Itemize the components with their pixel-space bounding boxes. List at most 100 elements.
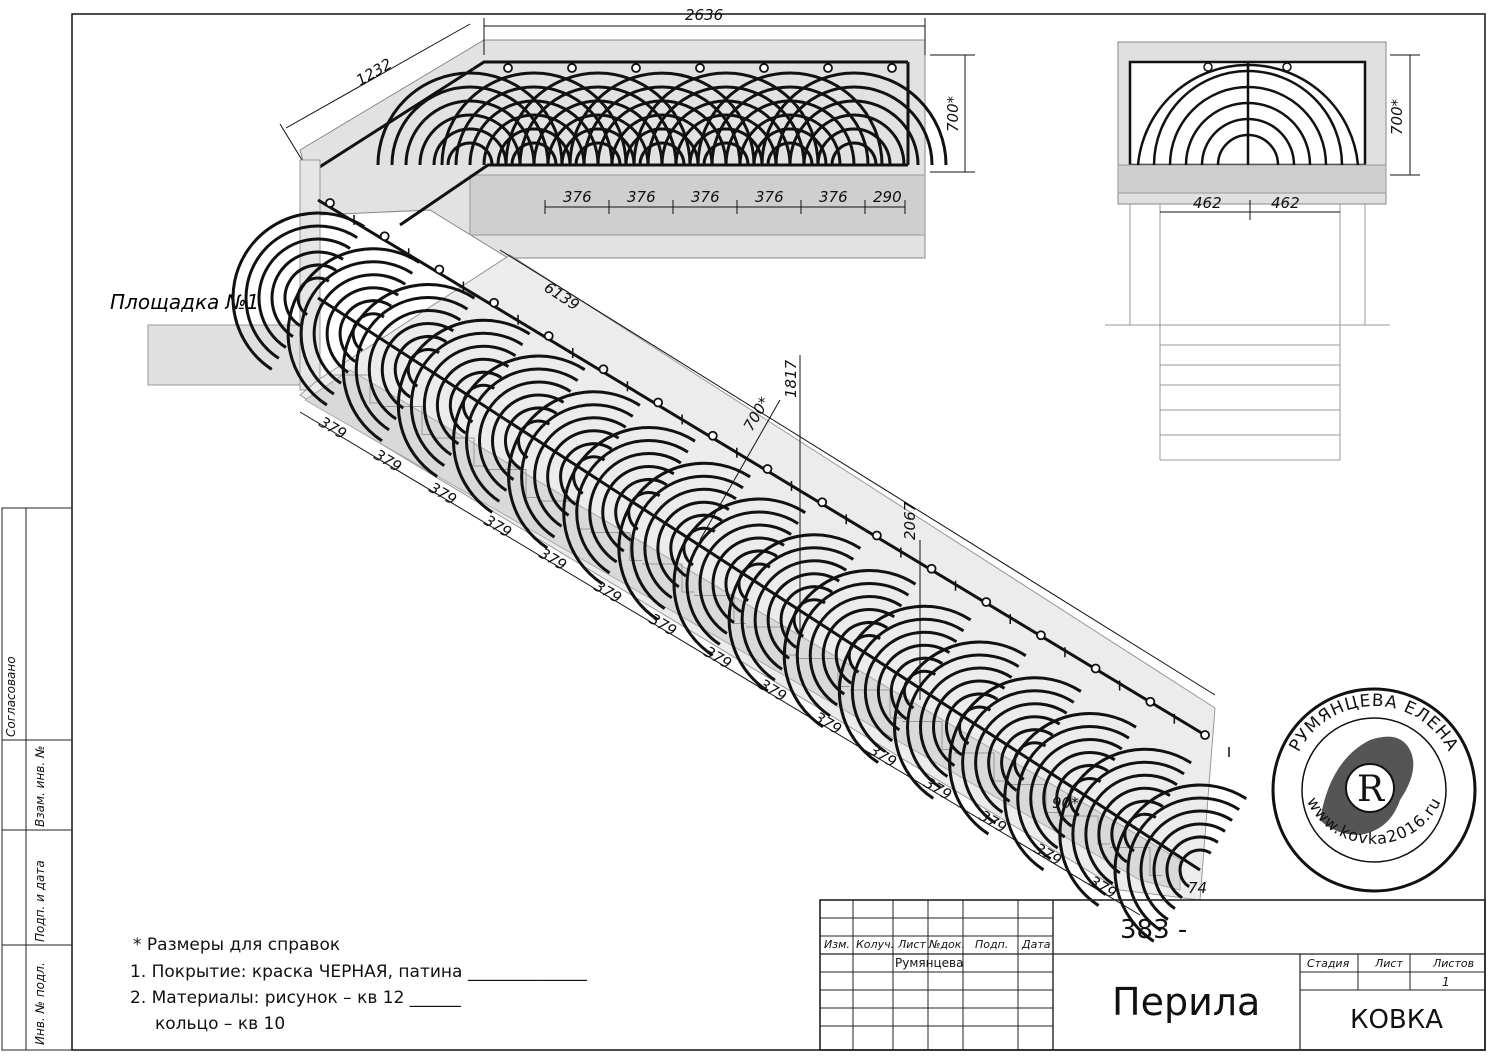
flight-ring — [653, 397, 664, 408]
company-name: КОВКА — [1350, 1005, 1443, 1035]
flight-ring — [707, 430, 718, 441]
flight-arc — [643, 487, 737, 600]
flight-arc — [948, 676, 1082, 836]
author-name: Румянцева — [895, 956, 963, 970]
flight-ring — [489, 297, 499, 308]
side-view: 462 462 700* — [1105, 41, 1420, 461]
side-arc-right — [1247, 63, 1360, 166]
upper-ring — [695, 63, 705, 73]
upper-ring — [631, 63, 641, 73]
sheet-frame — [1, 13, 1486, 1051]
flight-arc — [452, 354, 586, 514]
flight-arc — [299, 260, 414, 396]
inv-orig-label: Инв. № подл. — [33, 962, 47, 1045]
flight-arc — [876, 643, 951, 732]
hdr-list: Лист — [897, 938, 926, 951]
flight-arc — [821, 608, 896, 696]
stair-step — [486, 469, 538, 498]
side-stamp: Согласовано Взам. инв. № Подп. и дата Ин… — [4, 656, 47, 1045]
title-block-text: Изм. Колуч. Лист №док. Подп. Дата Румянц… — [824, 915, 1474, 1035]
flight-arc — [893, 640, 1027, 800]
upper-arc — [376, 71, 564, 166]
step-dim-line — [299, 411, 1141, 916]
flight-arc — [1178, 848, 1212, 889]
flight-arc — [491, 393, 565, 481]
spacing-2: 376 — [627, 188, 656, 206]
stair-step — [1006, 784, 1058, 813]
flight-ring — [981, 597, 992, 607]
flight-arc — [409, 331, 524, 467]
dim-2067-text: 2067 — [901, 501, 919, 540]
dim-700-upper-text: 700* — [944, 95, 962, 132]
flight-arc-group — [562, 426, 696, 586]
hdr-data: Дата — [1021, 938, 1051, 951]
upper-arc — [802, 113, 906, 166]
flight-arc — [782, 569, 917, 729]
logo-monogram: R — [1357, 769, 1385, 810]
stage-label: Стадия — [1307, 957, 1350, 970]
upper-ring — [887, 63, 897, 73]
flight-arc — [863, 630, 958, 743]
flight-ring — [926, 563, 937, 574]
side-arc-left — [1152, 69, 1249, 166]
flight-ring — [817, 497, 828, 508]
flight-arc — [380, 322, 455, 410]
flight-arc — [507, 390, 641, 550]
spacing-5: 376 — [819, 188, 848, 206]
upper-arc — [766, 141, 814, 166]
dim-74-text: 74 — [1188, 879, 1207, 897]
side-arc-right — [1247, 101, 1312, 166]
upper-arc — [638, 141, 686, 166]
note-2: 2. Материалы: рисунок – кв 12 ______ — [130, 988, 461, 1008]
side-arc-pattern — [1136, 62, 1360, 166]
flight-arc-group — [837, 604, 972, 764]
side-spacing-2: 462 — [1271, 194, 1300, 212]
flight-arc — [1016, 725, 1130, 861]
stair-step — [798, 658, 850, 687]
flight-arc — [906, 653, 1020, 789]
flight-ring — [379, 231, 390, 242]
dim-2636-text: 2636 — [685, 6, 723, 24]
flight-ring — [871, 530, 882, 541]
upper-arc — [788, 99, 920, 166]
flight-arc — [1042, 751, 1116, 839]
flight-arc — [575, 439, 689, 575]
flight-bottom-rail — [317, 296, 1201, 872]
upper-arc — [404, 99, 536, 166]
side-spacing-1: 462 — [1193, 194, 1222, 212]
side-arc-right — [1247, 117, 1296, 166]
spacing-ticks — [544, 200, 906, 214]
upper-arc-pattern — [376, 71, 948, 166]
upper-arc — [482, 113, 586, 166]
flight-arc — [341, 283, 476, 443]
upper-arc — [440, 71, 628, 166]
upper-landing-floor — [469, 174, 926, 236]
company-logo: R РУМЯНЦЕВА ЕЛЕНА www.kovka2016.ru — [1271, 687, 1477, 893]
upper-arc — [696, 71, 884, 166]
flight-arc-group — [1113, 783, 1248, 943]
upper-arc — [774, 85, 934, 166]
flight-arc — [711, 536, 785, 624]
stair-step — [590, 532, 642, 561]
dim-1232-text: 1232 — [353, 55, 395, 90]
upper-arc — [532, 99, 664, 166]
dim-90-text: 90* — [1052, 794, 1079, 812]
flight-arc — [257, 237, 351, 349]
flight-ring — [325, 198, 335, 208]
upper-arc — [418, 113, 522, 166]
flight-arc — [1152, 822, 1226, 910]
side-arc-right — [1247, 69, 1344, 166]
sheets-value: 1 — [1442, 975, 1450, 989]
upper-arc — [568, 71, 756, 166]
flight-arc — [244, 224, 358, 360]
flight-posts — [353, 215, 1230, 757]
notes: * Размеры для справок 1. Покрытие: краск… — [130, 935, 587, 1034]
flight-arc — [1126, 796, 1240, 932]
sheet-label: Лист — [1374, 957, 1403, 970]
flight-arc — [698, 523, 792, 635]
flight-arc — [1113, 783, 1248, 943]
flight-arc — [354, 296, 469, 432]
flight-arc — [533, 416, 627, 528]
flight-ring — [1090, 663, 1101, 674]
upper-ring — [759, 63, 769, 73]
